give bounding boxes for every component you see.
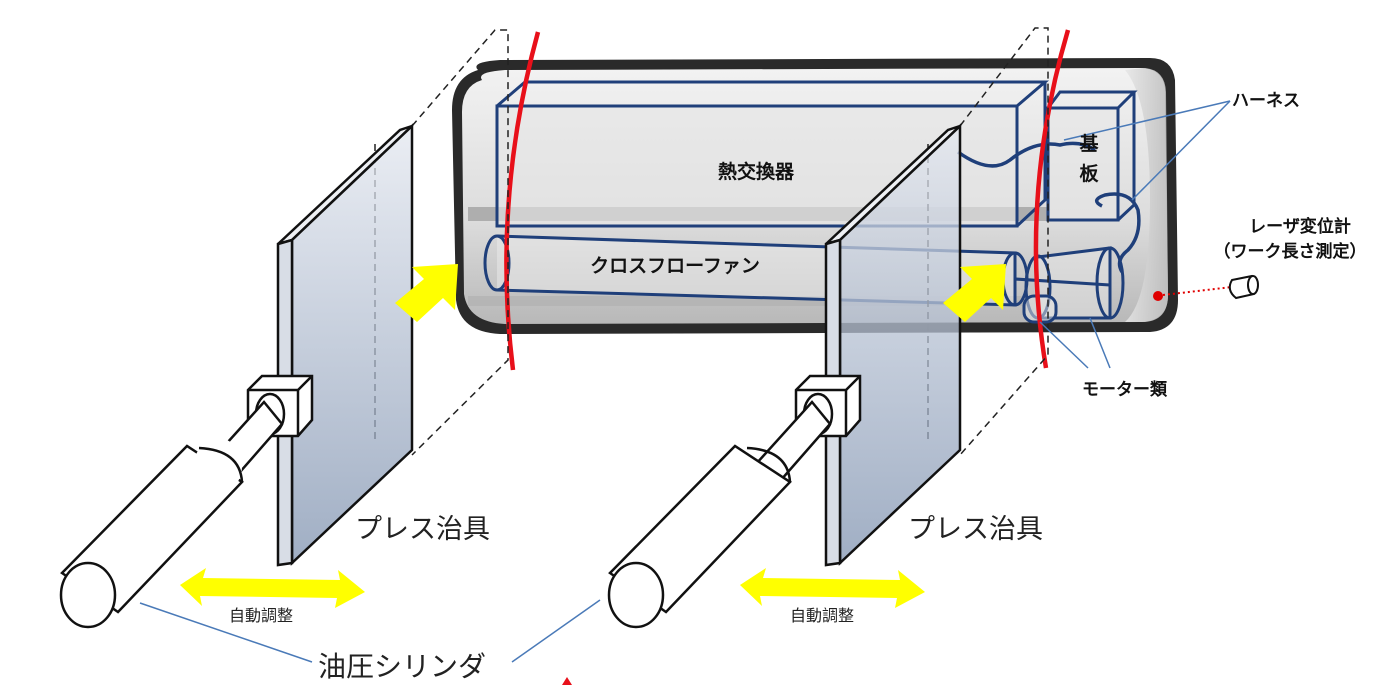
label-press-jig-right: プレス治具 xyxy=(908,514,1043,545)
harness-wires xyxy=(956,141,1141,273)
aircon-lower-band xyxy=(468,296,1028,306)
hydraulic-cylinder-left xyxy=(59,374,314,629)
label-press-jig-left: プレス治具 xyxy=(355,514,490,545)
label-motors: モーター類 xyxy=(1082,380,1168,400)
label-laser-line1: レーザ変位計 xyxy=(1249,216,1351,237)
label-auto-adjust-left: 自動調整 xyxy=(229,606,293,625)
label-cross-flow-fan: クロスフローファン xyxy=(590,255,760,277)
label-harness: ハーネス xyxy=(1232,91,1300,111)
adjust-arrow-left xyxy=(180,568,365,608)
laser-dot xyxy=(1153,291,1163,301)
label-heat-exchanger: 熱交換器 xyxy=(718,160,795,183)
label-hydraulic-cylinder: 油圧シリンダ xyxy=(318,650,486,683)
control-board xyxy=(1046,90,1138,222)
laser-sensor xyxy=(1153,274,1259,301)
leader-lines xyxy=(139,100,1231,663)
label-board-line1: 基 xyxy=(1078,132,1099,155)
adjust-arrow-right xyxy=(740,568,925,608)
cut-marker xyxy=(562,677,572,685)
push-arrows xyxy=(395,264,1006,322)
label-auto-adjust-right: 自動調整 xyxy=(790,606,854,625)
press-plate-left xyxy=(276,123,414,567)
hydraulic-cylinder-right xyxy=(607,374,862,629)
aircon-endcap xyxy=(1125,68,1168,322)
label-laser-line2: （ワーク長さ測定） xyxy=(1214,241,1367,262)
press-plate-right xyxy=(824,123,962,567)
label-board-line2: 板 xyxy=(1079,162,1099,185)
